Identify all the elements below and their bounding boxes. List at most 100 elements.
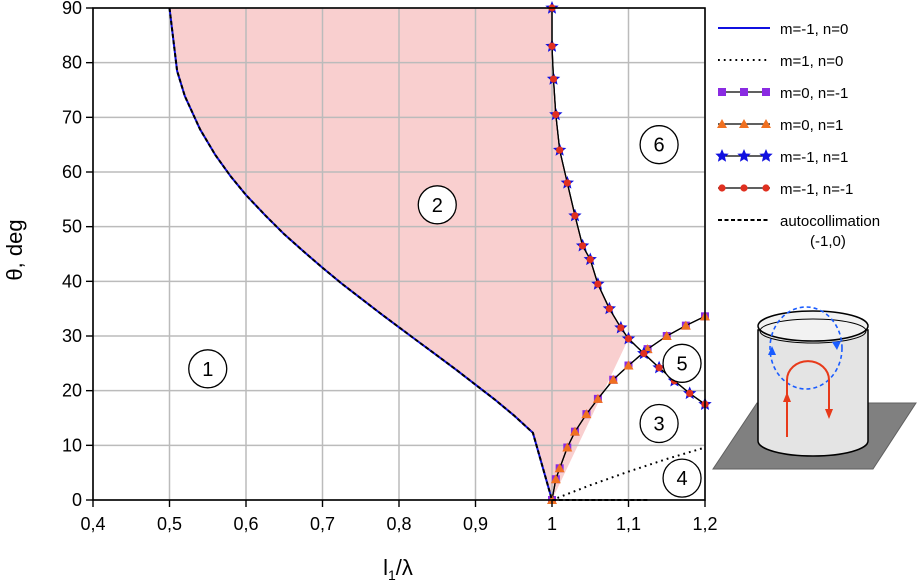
legend-item: m=1, n=0	[718, 53, 843, 70]
region-label: 6	[639, 125, 679, 165]
legend-label: m=1, n=0	[780, 53, 843, 70]
region-label-circle	[417, 185, 457, 225]
data-point-circle	[617, 324, 625, 332]
region-label-circle	[639, 403, 679, 444]
region-label: 1	[188, 349, 228, 389]
blue-arrow-up	[768, 346, 776, 355]
y-tick-label: 30	[62, 326, 82, 346]
x-tick-label: 0,6	[233, 514, 258, 534]
data-point-circle	[548, 42, 556, 50]
series-layer	[168, 1, 712, 504]
region-label: 4	[662, 458, 702, 498]
data-point-circle	[549, 75, 558, 83]
region-label-circle	[662, 458, 702, 498]
legend-item: m=-1, n=0	[718, 21, 848, 38]
data-point-circle	[655, 364, 663, 372]
legend-item: m=-1, n=-1	[718, 181, 853, 198]
data-point-circle	[740, 184, 748, 192]
data-point-star	[715, 149, 729, 162]
region-label: 2	[417, 185, 457, 225]
legend-label: m=-1, n=-1	[780, 181, 853, 198]
data-point-circle	[579, 242, 587, 250]
data-point-circle	[640, 349, 648, 358]
data-point-star	[759, 149, 773, 162]
data-point-triangle	[554, 463, 565, 473]
x-tick-label: 0,5	[157, 514, 182, 534]
data-point-triangle	[623, 360, 634, 370]
cylinder-top	[757, 310, 869, 342]
data-point-triangle	[581, 409, 592, 419]
data-point-circle	[624, 335, 633, 343]
y-tick-label: 80	[62, 53, 82, 73]
region-label-text: 4	[676, 468, 687, 490]
data-point-triangle	[562, 442, 573, 452]
legend-item: m=-1, n=1	[715, 149, 848, 166]
legend-label: m=0, n=-1	[780, 85, 848, 102]
legend-item: m=0, n=-1	[718, 85, 848, 102]
x-axis-label: l1/λ	[383, 555, 413, 583]
data-point-triangle	[680, 320, 691, 330]
data-point-triangle	[661, 331, 672, 340]
y-tick-label: 70	[62, 107, 82, 127]
y-tick-label: 60	[62, 162, 82, 182]
x-tick-label: 1,2	[692, 514, 717, 534]
blue-loop	[769, 306, 843, 390]
data-point-star	[737, 149, 751, 162]
data-point-triangle	[761, 119, 771, 128]
data-point-circle	[686, 389, 694, 397]
data-point-circle	[563, 179, 571, 187]
cylinder-rim	[759, 318, 867, 344]
region-label-circle	[188, 349, 228, 389]
data-point-square	[718, 88, 726, 96]
x-tick-label: 1	[547, 514, 557, 534]
region-label-text: 2	[432, 195, 443, 217]
red-arrow-up	[783, 392, 791, 402]
data-point-triangle	[550, 474, 561, 484]
series-line	[551, 446, 706, 501]
cylinder-body	[757, 329, 869, 457]
legend-item: autocollimation (-1,0)	[718, 213, 880, 250]
data-point-triangle	[739, 119, 749, 128]
red-loop	[786, 360, 830, 437]
legend: m=-1, n=0 m=1, n=0 m=0, n=-1 m=0, n=1 m=-1, …	[715, 21, 880, 250]
data-point-circle	[594, 280, 602, 288]
x-tick-label: 0,7	[310, 514, 335, 534]
data-point-triangle	[592, 393, 603, 403]
region-label-text: 6	[654, 135, 665, 157]
y-tick-label: 40	[62, 271, 82, 291]
data-point-circle	[605, 305, 613, 313]
red-arrow-down	[825, 409, 833, 419]
legend-label: m=-1, n=0	[780, 21, 848, 38]
data-point-circle	[762, 184, 770, 192]
data-point-triangle	[608, 374, 619, 384]
region-label-circle	[639, 125, 679, 165]
data-point-circle	[556, 146, 564, 154]
series-1	[551, 446, 706, 501]
data-point-circle	[718, 184, 726, 192]
region-label: 5	[662, 343, 702, 383]
y-tick-label: 10	[62, 435, 82, 455]
data-point-square	[740, 88, 748, 96]
legend-label: autocollimation	[780, 213, 880, 230]
region-labels: 1 2 3 4 5 6	[188, 125, 702, 498]
x-tick-label: 0,8	[386, 514, 411, 534]
blue-arrow-down	[832, 341, 841, 350]
y-tick-label: 50	[62, 217, 82, 237]
region-label-text: 3	[654, 413, 665, 435]
region-label-text: 1	[202, 359, 213, 381]
region-label-circle	[662, 343, 702, 383]
cylinder-resonator-icon	[712, 306, 917, 470]
legend-item: m=0, n=1	[717, 117, 843, 134]
legend-label: m=-1, n=1	[780, 149, 848, 166]
region-label-text: 5	[676, 353, 687, 375]
data-point-triangle	[569, 426, 580, 436]
data-point-circle	[571, 212, 579, 220]
y-axis-label: θ, deg	[2, 219, 27, 280]
legend-label: (-1,0)	[810, 233, 846, 250]
x-tick-label: 0,9	[463, 514, 488, 534]
data-point-circle	[586, 255, 594, 264]
data-point-triangle	[717, 119, 727, 128]
y-tick-label: 20	[62, 381, 82, 401]
y-tick-label: 0	[72, 490, 82, 510]
